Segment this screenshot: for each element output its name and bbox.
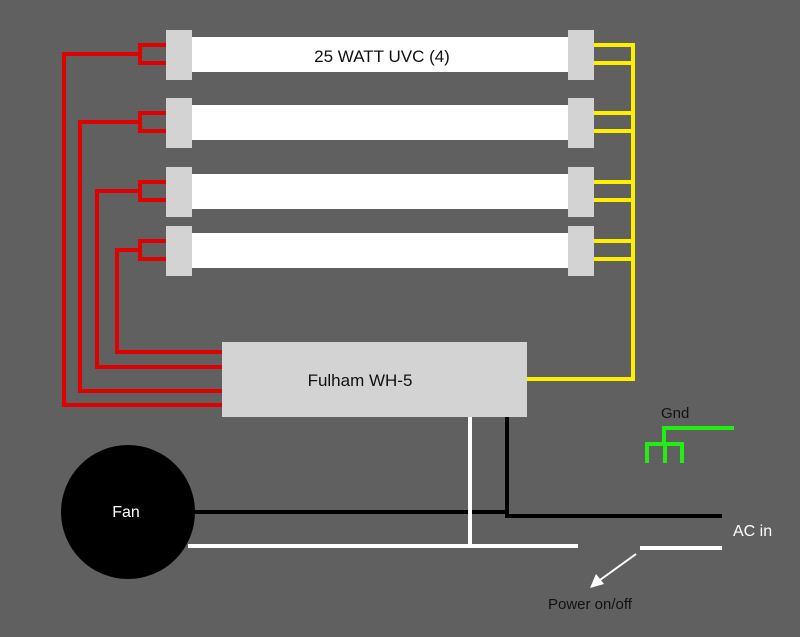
lamp-3-tube [190, 174, 570, 209]
yellow-wire-trunk [527, 43, 635, 381]
ac-in-label: AC in [733, 523, 772, 540]
red-wire-4 [138, 239, 166, 261]
lamp-3-left-cap [166, 167, 192, 217]
lamp-3 [166, 167, 594, 217]
lamp-4 [166, 226, 594, 276]
black-wire-ballast [505, 417, 722, 518]
lamp-2 [166, 98, 594, 148]
ground-label: Gnd [661, 405, 689, 422]
red-wire-2-run [78, 120, 222, 393]
power-switch-label: Power on/off [548, 596, 633, 613]
ground-symbol [645, 426, 734, 463]
red-wire-4-run [115, 248, 222, 354]
lamp-1-left-cap [166, 30, 192, 80]
lamp-4-tube [190, 233, 570, 268]
ballast-box [222, 342, 527, 417]
switch-arrow-head [590, 574, 604, 588]
red-wire-1-run [62, 52, 222, 407]
lamp-2-right-cap [568, 98, 594, 148]
ballast-label: Fulham WH-5 [308, 371, 413, 390]
lamp-4-right-cap [568, 226, 594, 276]
red-wire-1 [138, 43, 166, 65]
lamp-3-right-cap [568, 167, 594, 217]
lamp-2-left-cap [166, 98, 192, 148]
fan-circle [61, 445, 195, 579]
switch-arrow-shaft [599, 553, 637, 581]
yellow-wires [527, 43, 635, 381]
red-wires [62, 43, 222, 407]
lamp-4-left-cap [166, 226, 192, 276]
lamp-1-tube [190, 37, 570, 72]
red-wire-2 [138, 111, 166, 133]
red-wire-3 [138, 180, 166, 202]
red-wire-3-run [95, 189, 222, 369]
fan-label: Fan [112, 504, 140, 521]
ground-wire [662, 426, 734, 444]
lamps-label: 25 WATT UVC (4) [314, 47, 450, 66]
lamp-1 [166, 30, 594, 80]
lamp-2-tube [190, 105, 570, 140]
lamp-1-right-cap [568, 30, 594, 80]
